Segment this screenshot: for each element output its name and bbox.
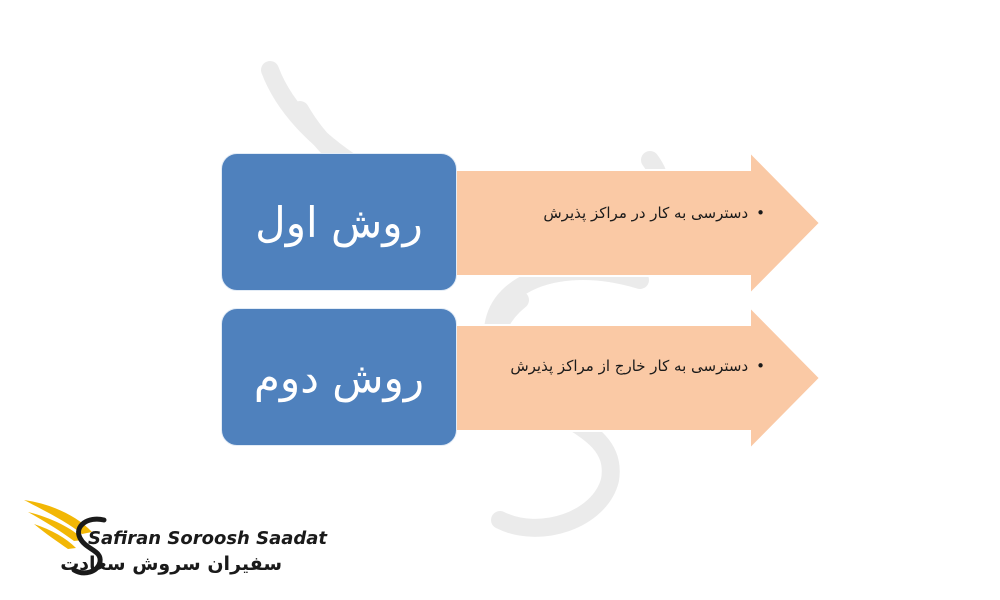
logo-name-fa: سفیران سروش سعادت [60,553,282,575]
method-description: • دسترسی به کار در مراکز پذیرش [465,204,765,222]
bullet-icon: • [756,204,765,222]
winged-s-logo-icon [24,500,107,576]
bullet-icon: • [756,357,765,375]
method-row-1: روش اول • دسترسی به کار در مراکز پذیرش [220,152,820,294]
method-description-text: دسترسی به کار خارج از مراکز پذیرش [510,357,749,375]
method-row-2: روش دوم • دسترسی به کار خارج از مراکز پذی… [220,307,820,449]
method-label: روش دوم [253,352,425,402]
method-label-box: روش دوم [221,308,457,446]
logo-name-en: Safiran Soroosh Saadat [88,528,328,549]
arrow-shape [449,307,820,449]
method-label-box: روش اول [221,153,457,291]
method-description: • دسترسی به کار خارج از مراکز پذیرش [465,357,765,375]
method-description-text: دسترسی به کار در مراکز پذیرش [543,204,749,222]
arrow-shape [449,152,820,294]
method-label: روش اول [255,197,423,247]
